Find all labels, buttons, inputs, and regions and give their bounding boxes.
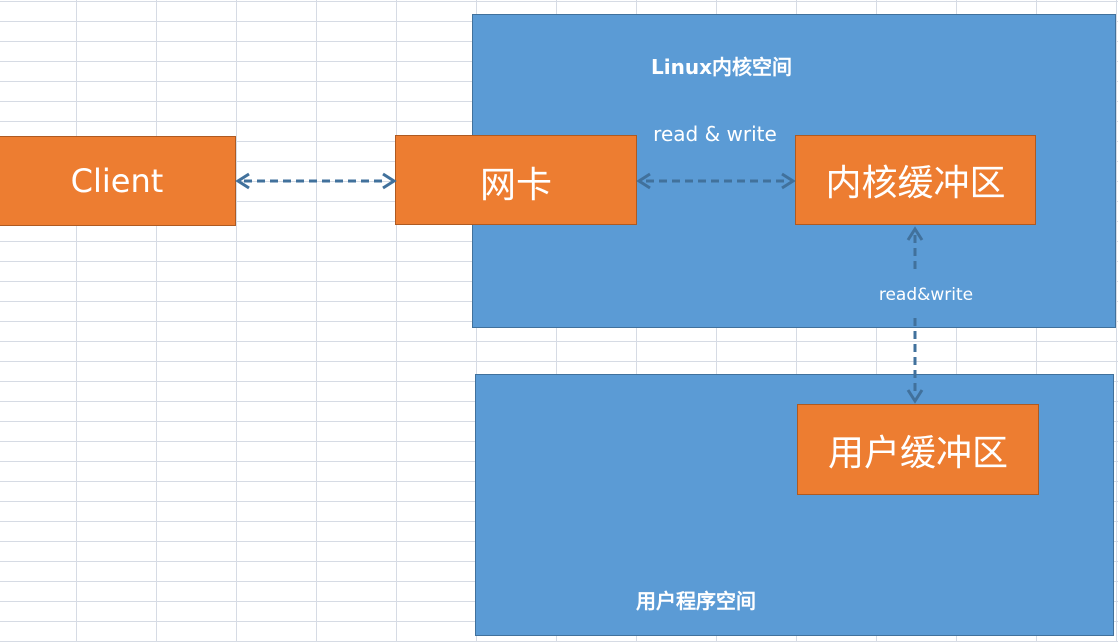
- nic-node: 网卡: [395, 135, 637, 225]
- kernel-user-arrow: [906, 226, 924, 404]
- user-buffer-node: 用户缓冲区: [797, 404, 1039, 495]
- user-space-title: 用户程序空间: [636, 589, 756, 613]
- client-node: Client: [0, 136, 236, 226]
- kernel-buffer-node: 内核缓冲区: [795, 135, 1036, 225]
- nic-kernel-edge-label: read & write: [633, 114, 797, 154]
- kernel-space-title: Linux内核空间: [651, 55, 792, 79]
- nic-kernel-arrow: [636, 172, 796, 190]
- client-nic-arrow: [235, 172, 397, 190]
- kernel-user-edge-label: read&write: [872, 275, 980, 315]
